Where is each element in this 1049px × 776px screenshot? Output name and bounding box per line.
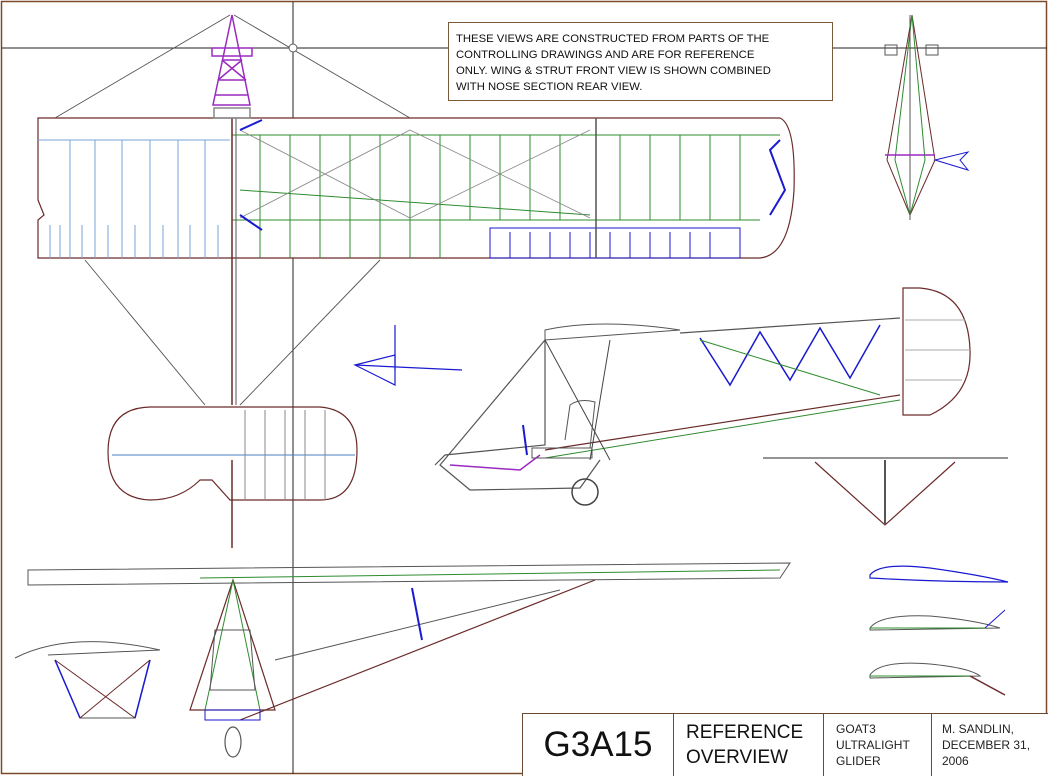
- project-line: GLIDER: [836, 754, 881, 768]
- cabane-front-view: [211, 14, 253, 119]
- drawing-title-line: REFERENCE: [686, 722, 804, 743]
- drawing-number: G3A15: [523, 714, 674, 776]
- note-line: ONLY. WING & STRUT FRONT VIEW IS SHOWN C…: [456, 65, 771, 77]
- nose-section-rear-view: [107, 406, 358, 548]
- author-line: DECEMBER 31,: [942, 738, 1031, 752]
- tail-front-view: [763, 457, 1008, 526]
- author-date: M. SANDLIN, DECEMBER 31, 2006: [932, 714, 1048, 776]
- drawing-title-line: OVERVIEW: [686, 747, 789, 768]
- drawing-title: REFERENCE OVERVIEW: [674, 714, 824, 776]
- note-line: THESE VIEWS ARE CONSTRUCTED FROM PARTS O…: [456, 33, 770, 45]
- airfoil-sections: [869, 565, 1009, 696]
- project-line: GOAT3: [836, 722, 876, 736]
- wing-top-view: [37, 117, 795, 405]
- fuselage-side-view: [434, 287, 971, 506]
- project-name: GOAT3 ULTRALIGHT GLIDER: [824, 714, 932, 776]
- control-detail: [353, 325, 463, 386]
- note-line: WITH NOSE SECTION REAR VIEW.: [456, 81, 643, 93]
- note-line: CONTROLLING DRAWINGS AND ARE FOR REFEREN…: [456, 49, 755, 61]
- author-line: M. SANDLIN,: [942, 722, 1015, 736]
- project-line: ULTRALIGHT: [836, 738, 910, 752]
- author-line: 2006: [942, 754, 969, 768]
- reference-note: THESE VIEWS ARE CONSTRUCTED FROM PARTS O…: [448, 22, 833, 101]
- wing-wires: [54, 14, 411, 406]
- front-view: [14, 562, 791, 758]
- title-block: G3A15 REFERENCE OVERVIEW GOAT3 ULTRALIGH…: [522, 713, 1048, 776]
- fuselage-top-view: [884, 14, 970, 220]
